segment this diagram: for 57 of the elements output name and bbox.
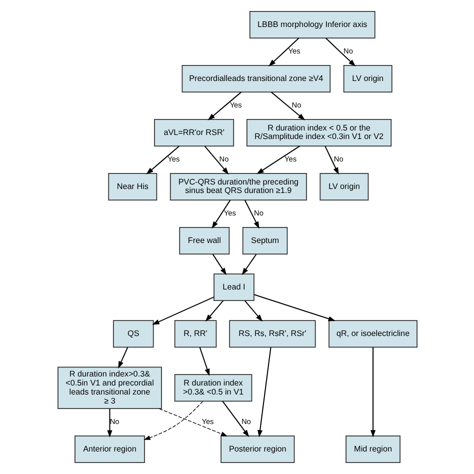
arrow	[324, 146, 338, 175]
arrow	[198, 347, 210, 376]
node-box: Mid region	[345, 436, 400, 464]
arrow	[212, 254, 226, 276]
node-box: LV origin	[342, 64, 392, 92]
node-box: Free wall	[178, 226, 230, 254]
node-box: LV origin	[319, 172, 368, 200]
arrow	[146, 146, 180, 174]
arrow	[270, 92, 305, 120]
edge-label: No	[240, 417, 250, 426]
arrow	[152, 296, 214, 325]
edge-label: No	[254, 208, 263, 218]
arrow	[370, 347, 376, 438]
arrow	[241, 254, 256, 276]
node-box: LBBB morphology Inferior axis	[248, 10, 375, 38]
node-box: RS, Rs, RsR', RSr'	[228, 320, 316, 348]
node-box: qR, or isoelectricline	[328, 320, 417, 348]
arrow	[143, 400, 203, 440]
node-box: R duration index < 0.5 or the R/Samplitude index <0.3in V1 or V2	[246, 118, 392, 146]
edge-label: Yes	[167, 154, 180, 164]
arrow	[106, 408, 112, 438]
arrow	[268, 38, 299, 66]
edge-label: Yes	[288, 46, 300, 56]
edge-label: No	[109, 417, 119, 426]
edge-label: No	[218, 154, 228, 164]
arrow	[222, 401, 249, 438]
node-box: Septum	[242, 226, 288, 254]
node-box: QS	[112, 320, 154, 348]
node-box: Lead I	[213, 274, 254, 302]
node-box: Near His	[108, 172, 157, 200]
arrow	[254, 294, 336, 322]
edge-label: Yes	[229, 100, 242, 110]
edge-label: Yes	[223, 208, 236, 218]
node-box: Anterior region	[74, 436, 144, 464]
node-box: R duration index>0.3& <0.5in V1 and precordial leads transitional zone ≥ 3	[57, 366, 162, 410]
edge-label: No	[343, 46, 352, 56]
edge-label: Yes	[284, 154, 296, 164]
arrow	[118, 347, 128, 369]
node-box: aVL=RR'or RSR'	[154, 118, 234, 146]
node-box: Precordialleads transitional zone ≥V4	[181, 64, 330, 92]
arrow	[324, 38, 356, 66]
arrow	[204, 300, 223, 322]
edge-label: Yes	[201, 417, 214, 426]
arrow	[244, 200, 259, 229]
arrow	[256, 146, 300, 174]
arrow	[257, 347, 271, 438]
arrow	[244, 300, 262, 322]
arrow	[158, 408, 227, 436]
edge-label: No	[333, 154, 343, 164]
node-box: Posterior region	[220, 436, 294, 464]
node-box: R duration index >0.3& <0.5 in V1	[174, 374, 252, 402]
node-box: PVC-QRS duration/the preceding sinus beat QRS duration ≥1.9	[169, 172, 306, 200]
node-box: R, RR'	[174, 320, 216, 348]
arrow	[211, 200, 230, 229]
arrow	[207, 92, 241, 120]
arrow	[204, 146, 228, 175]
edge-label: No	[291, 100, 301, 110]
